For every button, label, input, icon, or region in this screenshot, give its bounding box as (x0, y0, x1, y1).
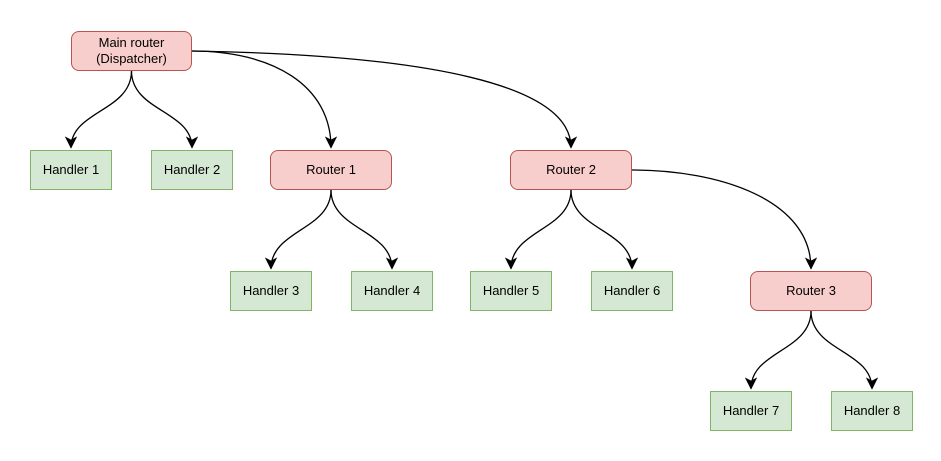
edge-router1-to-handler3 (264, 189, 332, 270)
edge-router2-to-handler5 (504, 189, 572, 270)
edge-main-to-handler2 (130, 70, 199, 149)
node-handler-4[interactable]: Handler 4 (351, 271, 433, 311)
node-router-3[interactable]: Router 3 (750, 271, 872, 311)
node-router-2[interactable]: Router 2 (510, 150, 632, 190)
node-handler-1[interactable]: Handler 1 (30, 150, 112, 190)
node-router-1[interactable]: Router 1 (270, 150, 392, 190)
node-handler-8[interactable]: Handler 8 (831, 391, 913, 431)
node-handler-3[interactable]: Handler 3 (230, 271, 312, 311)
node-handler-5[interactable]: Handler 5 (470, 271, 552, 311)
edge-router2-to-handler6 (570, 189, 639, 270)
edge-router1-to-handler4 (330, 189, 399, 270)
edge-router2-to-router3 (631, 169, 818, 270)
edge-main-to-router2 (191, 50, 578, 149)
node-handler-6[interactable]: Handler 6 (591, 271, 673, 311)
node-handler-2[interactable]: Handler 2 (151, 150, 233, 190)
edge-main-to-router1 (191, 50, 338, 149)
node-main-router[interactable]: Main router (Dispatcher) (71, 31, 192, 71)
edge-router3-to-handler7 (744, 310, 812, 390)
edge-router3-to-handler8 (810, 310, 879, 390)
node-handler-7[interactable]: Handler 7 (710, 391, 792, 431)
edge-main-to-handler1 (64, 70, 133, 149)
